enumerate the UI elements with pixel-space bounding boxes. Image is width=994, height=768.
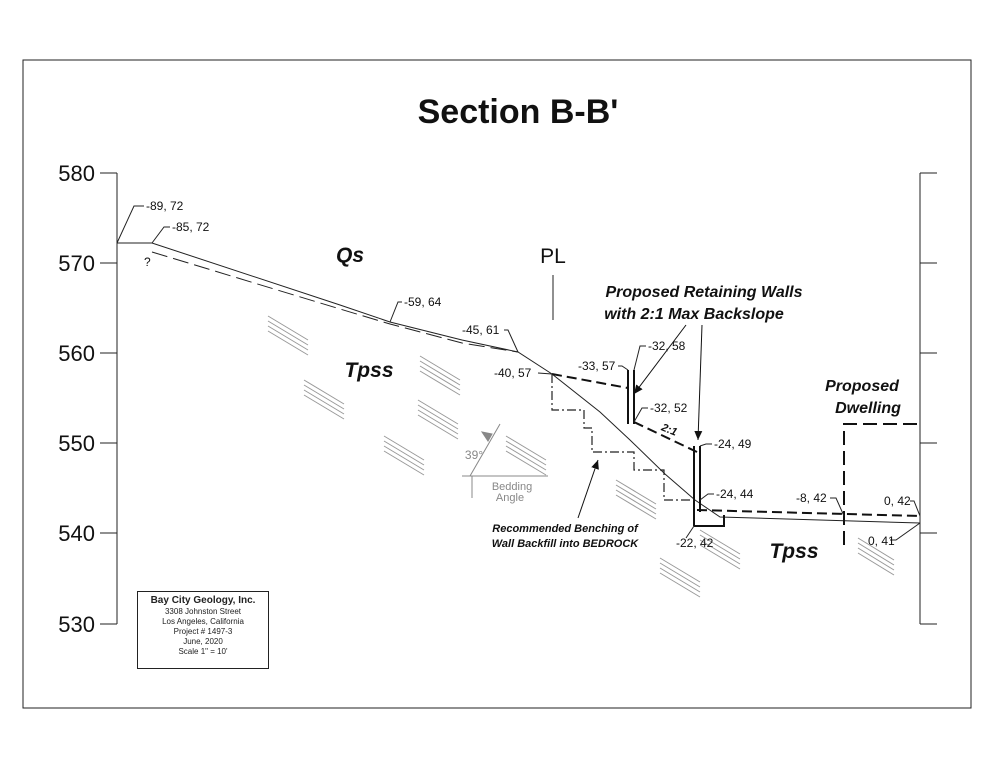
- tick-label-580: 580: [58, 161, 95, 186]
- title-block-street: 3308 Johnston Street: [164, 607, 242, 616]
- unit-label-qs: Qs: [336, 244, 364, 267]
- property-line-label: PL: [540, 245, 566, 268]
- bedding-hatch-marks: [267, 315, 895, 598]
- formation-contact-dashed-line: [151, 251, 519, 353]
- point-leader-lines: [116, 205, 921, 541]
- benching-note-arrow: [577, 459, 599, 519]
- point-label: -32, 58: [648, 339, 686, 353]
- proposed-grade-lower: [696, 509, 921, 517]
- retaining-walls-arrow-lower: [694, 324, 703, 441]
- bedding-angle-value: 39°: [465, 448, 483, 462]
- retaining-walls-arrow-upper: [633, 324, 687, 395]
- unit-label-tpss-left: Tpss: [344, 359, 393, 382]
- retaining-walls-note-line-1: Proposed Retaining Walls: [605, 284, 802, 301]
- title-block-scale: Scale 1" = 10': [178, 647, 228, 656]
- bedding-angle-label-1: Bedding: [492, 481, 532, 493]
- title-block-project: Project # 1497-3: [173, 627, 233, 636]
- drawing-frame: [22, 59, 972, 709]
- title-block-company: Bay City Geology, Inc.: [150, 595, 256, 606]
- proposed-grade-middle: [633, 421, 698, 453]
- benching-note-line-2: Wall Backfill into BEDROCK: [492, 538, 640, 550]
- benching-note-line-1: Recommended Benching of: [492, 523, 639, 535]
- title-block: Bay City Geology, Inc. 3308 Johnston Str…: [137, 591, 269, 669]
- right-elevation-scale: [919, 172, 937, 625]
- left-elevation-scale: 580 570 560 550 540 530: [58, 161, 118, 637]
- point-label: -8, 42: [796, 491, 827, 505]
- title-block-date: June, 2020: [183, 637, 223, 646]
- proposed-grade-upper: [551, 373, 629, 389]
- title-block-city: Los Angeles, California: [162, 617, 244, 626]
- tick-label-550: 550: [58, 431, 95, 456]
- bedding-angle-label-2: Angle: [496, 492, 524, 504]
- point-label: -40, 57: [494, 366, 532, 380]
- point-label: 0, 41: [868, 534, 895, 548]
- point-label: 0, 42: [884, 494, 911, 508]
- unknown-contact-marker: ?: [144, 255, 151, 269]
- point-label: -45, 61: [462, 323, 500, 337]
- backslope-ratio-label: 2:1: [659, 421, 679, 438]
- point-label: -33, 57: [578, 359, 616, 373]
- point-label: -24, 44: [716, 487, 754, 501]
- tick-label-540: 540: [58, 521, 95, 546]
- point-label: -32, 52: [650, 401, 688, 415]
- point-label: -89, 72: [146, 199, 184, 213]
- retaining-wall-lower: [693, 446, 725, 527]
- section-title: Section B-B': [418, 93, 619, 131]
- retaining-wall-upper: [627, 370, 635, 424]
- tick-label-570: 570: [58, 251, 95, 276]
- proposed-dwelling-outline: [843, 423, 920, 545]
- unit-label-tpss-right: Tpss: [769, 540, 818, 563]
- dwelling-note-line-1: Proposed: [825, 378, 900, 395]
- tick-label-530: 530: [58, 612, 95, 637]
- point-label: -24, 49: [714, 437, 752, 451]
- retaining-walls-note-line-2: with 2:1 Max Backslope: [604, 306, 784, 323]
- point-label: -85, 72: [172, 220, 210, 234]
- recommended-benching-line: [551, 374, 694, 501]
- point-label: -59, 64: [404, 295, 442, 309]
- bedding-angle-indicator: [462, 423, 548, 498]
- point-label: -22, 42: [676, 536, 714, 550]
- tick-label-560: 560: [58, 341, 95, 366]
- dwelling-note-line-2: Dwelling: [835, 400, 901, 417]
